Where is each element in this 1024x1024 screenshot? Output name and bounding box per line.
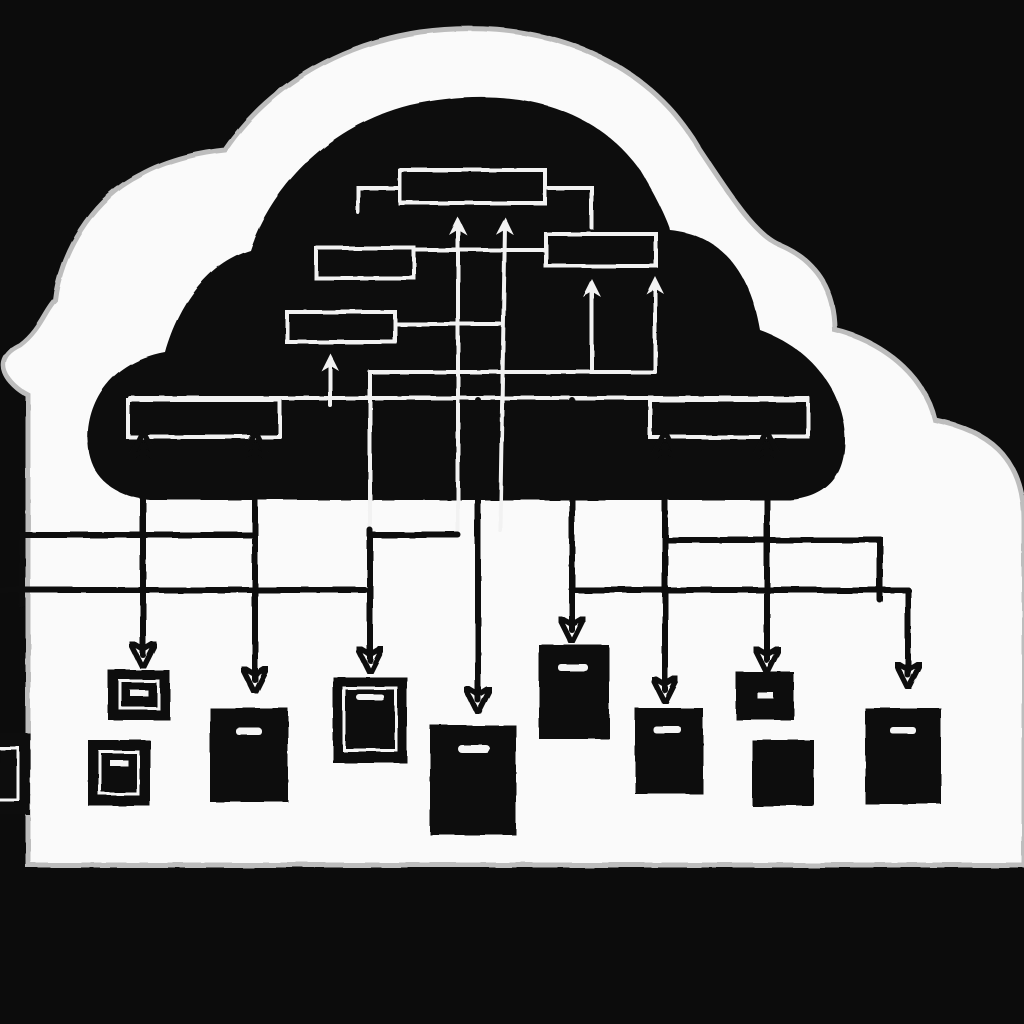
server-block [736, 672, 794, 720]
up-arrow [495, 217, 514, 532]
server-block [539, 645, 609, 739]
service-box [544, 232, 658, 268]
server-block [752, 740, 814, 806]
service-box [648, 398, 810, 439]
server-block [88, 740, 150, 806]
service-box [398, 168, 547, 205]
server-block [635, 708, 703, 794]
connector-line [543, 186, 594, 230]
server-block [333, 677, 407, 763]
server-block [0, 733, 30, 815]
connector-line [662, 537, 883, 603]
service-boxes [126, 168, 810, 439]
lower-connectors [0, 397, 908, 700]
connector-line [356, 186, 402, 214]
server-blocks [0, 645, 941, 835]
service-box [314, 246, 416, 280]
server-block [108, 670, 170, 720]
server-block [210, 708, 288, 802]
connector-line [19, 532, 258, 608]
service-box [126, 398, 282, 439]
server-block [430, 725, 516, 835]
server-block [865, 708, 941, 804]
service-box [285, 310, 397, 344]
